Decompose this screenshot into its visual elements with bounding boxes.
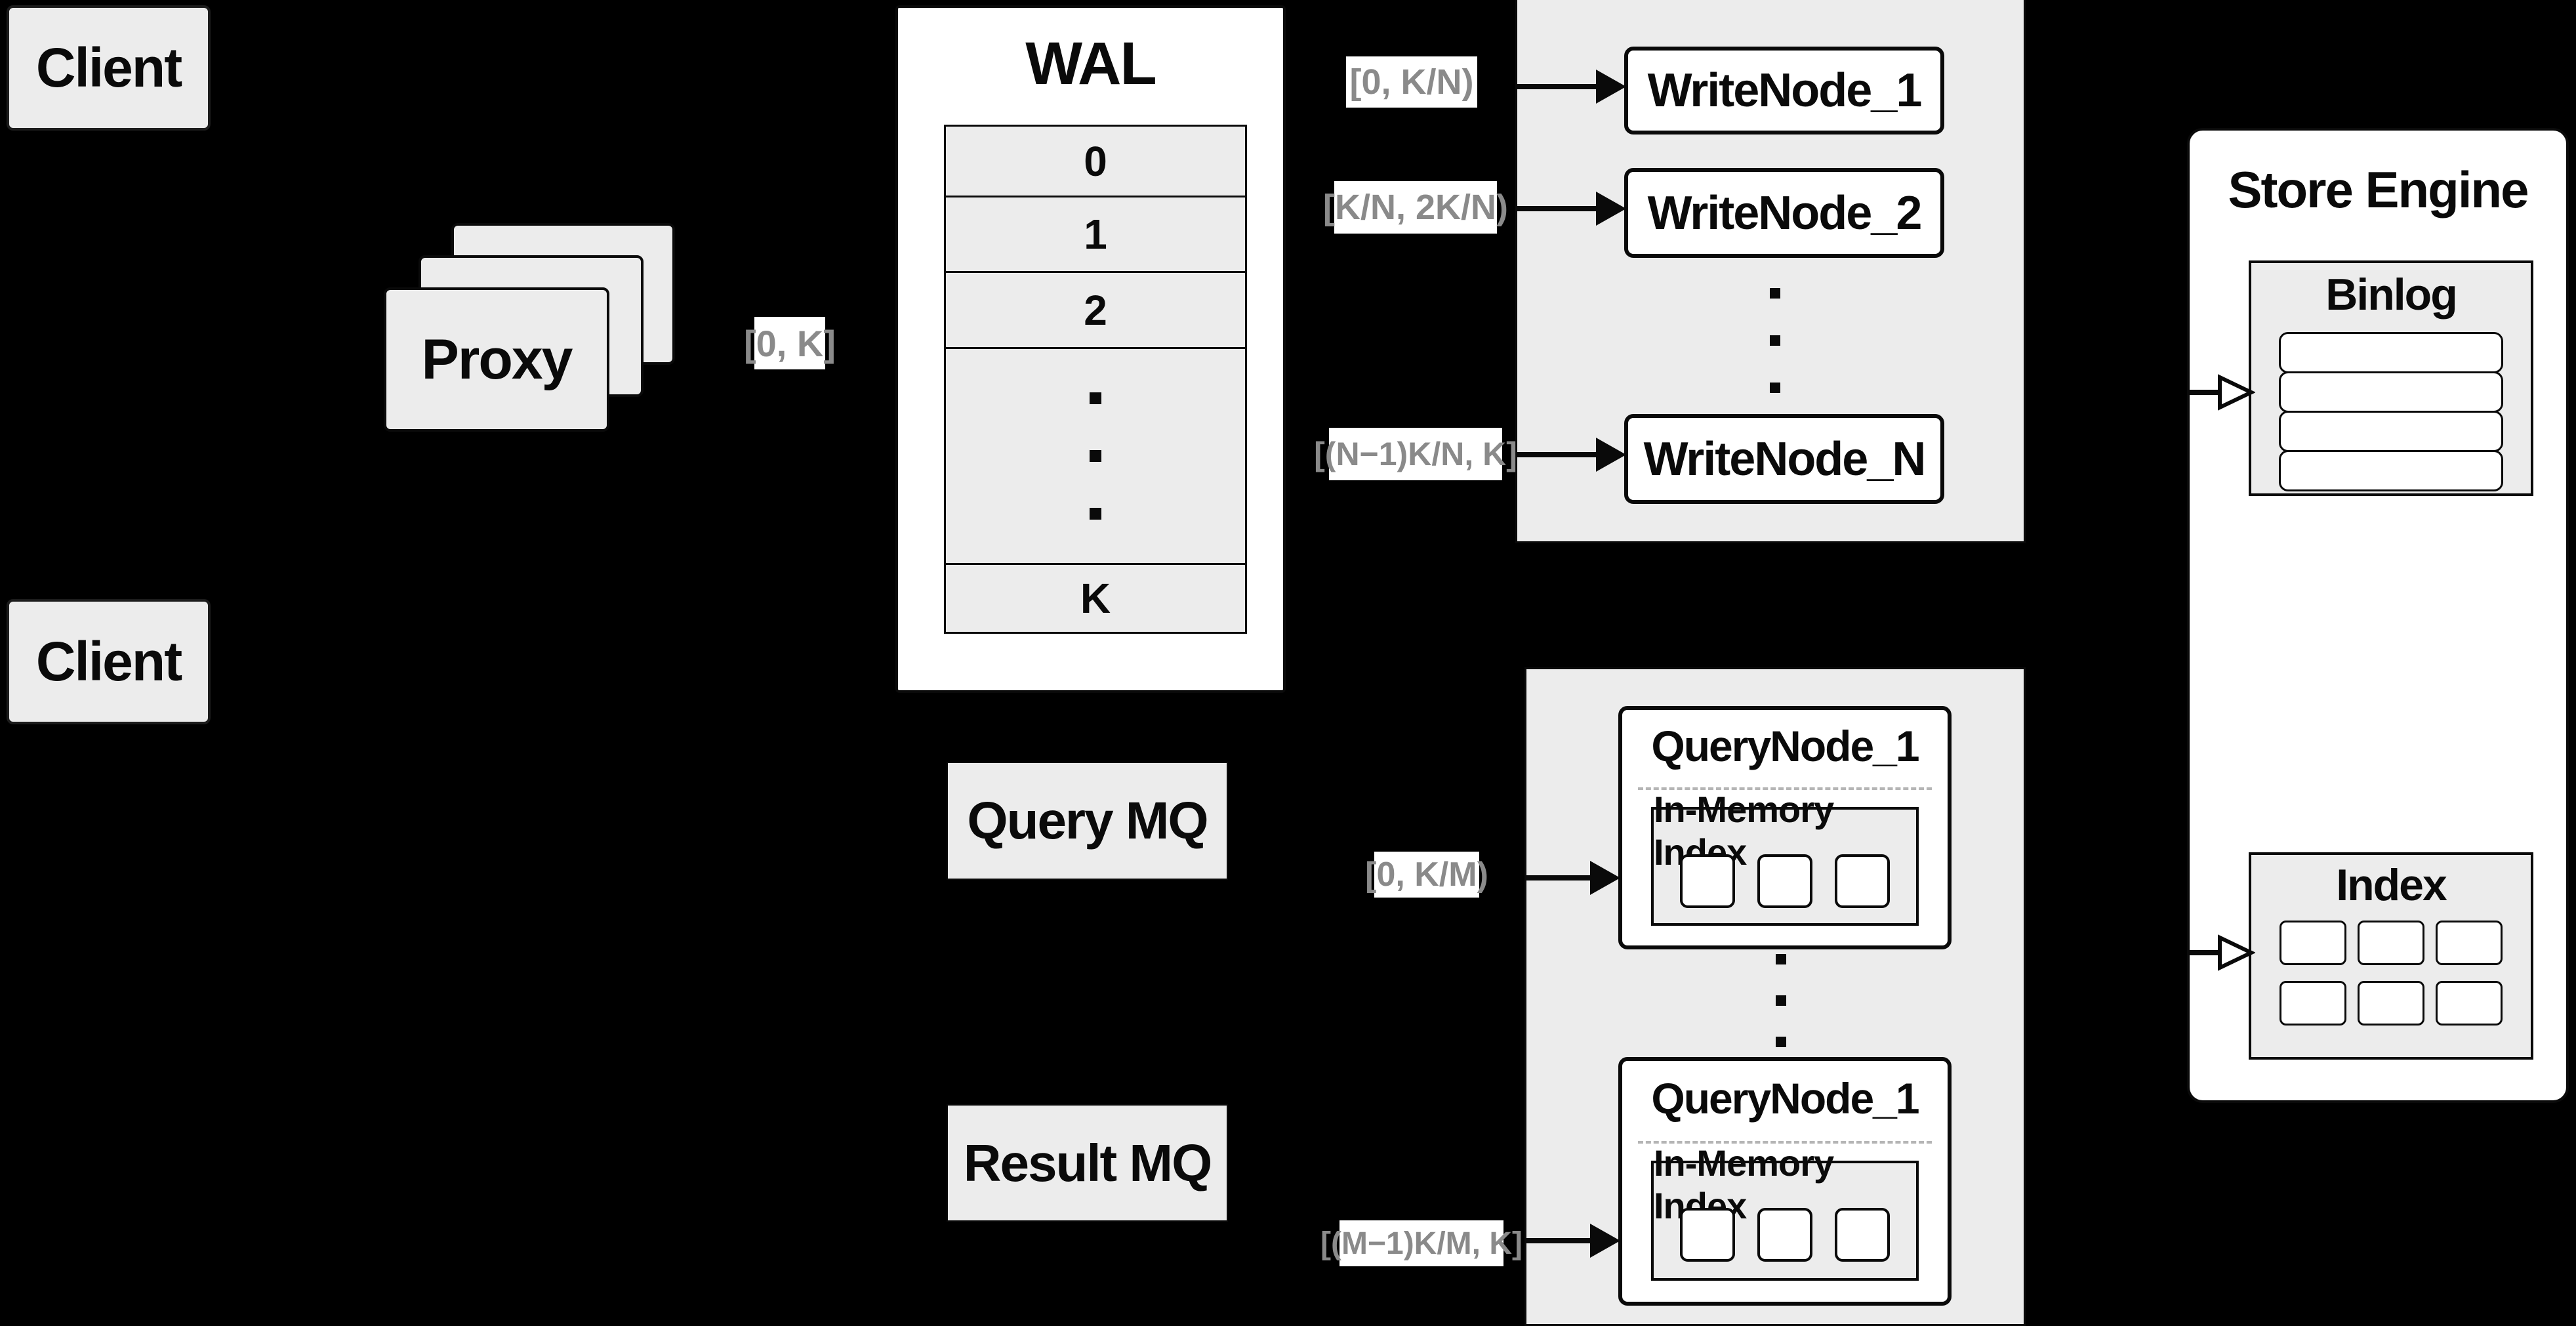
write-node-1-label: WriteNode_1 [1647,64,1923,117]
index-square [2358,921,2424,965]
binlog-row [2279,332,2503,373]
client-bottom-label: Client [35,631,182,692]
query-range-text-1: [0, K/M) [1365,856,1488,894]
ellipsis-dot [1090,450,1101,462]
proxy-range-text: [0, K] [744,322,836,364]
binlog-row [2279,450,2503,491]
write-node-n-label: WriteNode_N [1643,432,1927,486]
query-range-chip-1: [0, K/M) [1365,852,1488,898]
ellipsis-dot [1776,995,1786,1006]
result-mq-label: Result MQ [963,1133,1213,1192]
in-memory-index-box-2: In-Memory Index [1651,1142,1919,1281]
query-mq-label: Query MQ [967,791,1208,850]
open-arrow-to-binlog [2190,374,2255,411]
index-square [2436,921,2503,965]
index-box: Index [2249,852,2533,1060]
index-square [2280,981,2346,1026]
arrow-to-write-node-n [1517,438,1626,472]
proxy-range-chip: [0, K] [744,317,836,369]
segment-squares-2 [1654,1208,1916,1262]
proxy-box: Proxy [384,287,609,432]
wal-segment-table: 0 1 2 K [944,125,1247,634]
segment-square [1680,854,1735,908]
in-memory-index-label-2: In-Memory Index [1654,1142,1834,1226]
query-node-1-title: QueryNode_1 [1651,722,1919,770]
write-node-2-box: WriteNode_2 [1624,168,1944,258]
query-node-2-title: QueryNode_1 [1651,1074,1919,1123]
query-node-1-box: QueryNode_1 In-Memory Index [1618,706,1952,949]
wal-row-ellipsis [946,349,1245,565]
client-top-box: Client [7,5,211,131]
ellipsis-dot [1776,954,1786,964]
binlog-box: Binlog [2249,260,2533,496]
index-square [2280,921,2346,965]
write-range-text-n: [(N−1)K/N, K] [1314,436,1517,472]
write-range-chip-1: [0, K/N) [1346,56,1477,108]
arrow-to-query-node-2 [1526,1224,1620,1258]
arrow-to-write-node-1 [1517,70,1626,104]
client-bottom-box: Client [7,599,211,724]
wal-row-1: 1 [946,197,1245,273]
result-mq-box: Result MQ [947,1104,1228,1222]
index-squares-row-2 [2251,981,2531,1026]
write-range-text-1: [0, K/N) [1349,62,1474,102]
wal-row-k: K [946,565,1245,632]
index-squares-row-1 [2251,921,2531,965]
binlog-title: Binlog [2325,270,2458,320]
index-title: Index [2336,860,2447,910]
arrow-to-query-node-1 [1526,861,1620,895]
ellipsis-dot [1770,383,1780,393]
store-engine-title: Store Engine [2228,160,2529,218]
ellipsis-dot [1090,392,1101,404]
segment-square [1757,854,1812,908]
binlog-row [2279,411,2503,452]
wal-box: WAL 0 1 2 K [895,5,1286,693]
write-cluster-panel: WriteNode_1 WriteNode_2 WriteNode_N [1515,0,2026,543]
index-square [2358,981,2424,1026]
ellipsis-dot [1770,335,1780,346]
open-arrow-to-index [2190,934,2255,971]
dashed-divider [1638,787,1932,790]
write-node-1-box: WriteNode_1 [1624,47,1944,135]
write-node-n-box: WriteNode_N [1624,414,1944,504]
wal-row-2: 2 [946,273,1245,349]
segment-square [1835,854,1890,908]
query-range-chip-m: [(M−1)K/M, K] [1320,1220,1523,1266]
wal-row-0: 0 [946,127,1245,197]
wal-title: WAL [1025,30,1156,97]
client-top-label: Client [35,37,182,98]
query-cluster-panel: QueryNode_1 In-Memory Index QueryNode_1 … [1524,667,2026,1326]
ellipsis-dot [1770,288,1780,299]
binlog-rows [2279,332,2503,491]
write-range-text-2: [K/N, 2K/N) [1323,188,1508,227]
dashed-divider [1638,1141,1932,1144]
arrow-to-write-node-2 [1517,192,1626,226]
query-mq-box: Query MQ [947,762,1228,880]
write-range-chip-2: [K/N, 2K/N) [1323,181,1508,234]
index-square [2436,981,2503,1026]
ellipsis-dot [1090,508,1101,520]
store-engine-box: Store Engine Binlog Index [2187,128,2569,1103]
write-range-chip-n: [(N−1)K/N, K] [1314,428,1517,480]
segment-square [1680,1208,1735,1262]
in-memory-index-label-1: In-Memory Index [1654,789,1834,873]
binlog-row [2279,371,2503,413]
query-range-text-m: [(M−1)K/M, K] [1320,1226,1523,1261]
query-node-2-box: QueryNode_1 In-Memory Index [1618,1057,1952,1306]
segment-squares-1 [1654,854,1916,908]
write-node-2-label: WriteNode_2 [1647,186,1923,239]
ellipsis-dot [1776,1037,1786,1047]
proxy-label: Proxy [421,327,573,391]
segment-square [1757,1208,1812,1262]
segment-square [1835,1208,1890,1262]
in-memory-index-box-1: In-Memory Index [1651,789,1919,926]
